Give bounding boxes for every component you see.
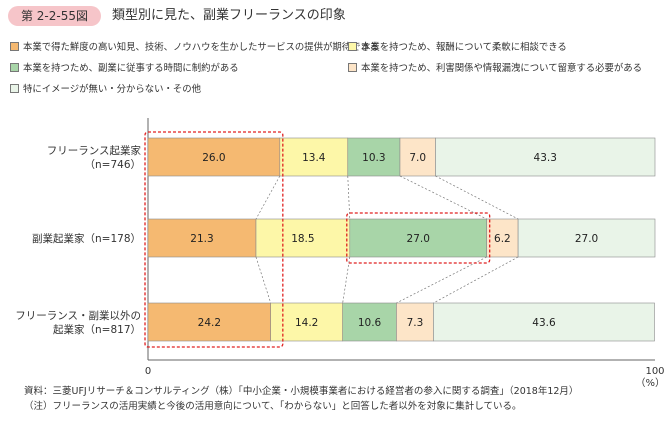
connector-line-r1-b2 <box>347 175 351 220</box>
category-label-2-line-1: 副業起業家（n=178） <box>32 232 141 245</box>
connector-line-r2-b1 <box>255 256 272 304</box>
bar-segment-s1-r3 <box>147 302 271 342</box>
data-label-s1-r1: 26.0 <box>202 152 225 164</box>
connector-line-r1-b1 <box>255 175 281 220</box>
x-tick-label-1: 0 <box>145 366 151 377</box>
bar-segment-s3-r2 <box>349 218 487 258</box>
bar-segment-s3-r1 <box>347 137 401 177</box>
source-note: 資料：三菱UFJリサーチ＆コンサルティング（株）「中小企業・小規模事業者における… <box>24 386 579 397</box>
category-label-3-line-1: フリーランス・副業以外の <box>15 309 141 322</box>
footnote: （注）フリーランスの活用実績と今後の活用意向について、「わからない」と回答した者… <box>24 401 522 412</box>
bar-segment-s2-r1 <box>279 137 349 177</box>
bar-segment-s5-r3 <box>433 302 655 342</box>
data-label-s2-r2: 18.5 <box>291 233 314 245</box>
connector-line-r1-b3 <box>399 175 487 220</box>
legend-label-3: 本業を持つため、副業に従事する時間に制約がある <box>23 63 239 74</box>
legend-item-3: 本業を持つため、副業に従事する時間に制約がある <box>10 63 239 75</box>
legend-swatch-2 <box>348 42 357 51</box>
data-label-s5-r3: 43.6 <box>532 317 556 329</box>
figure-title: 類型別に見た、副業フリーランスの印象 <box>112 8 346 23</box>
bar-segment-s5-r1 <box>435 137 656 177</box>
connector-line-r2-b4 <box>433 256 519 304</box>
chart-legend: 本業で得た鮮度の高い知見、技術、ノウハウを生かしたサービスの提供が期待できる 本… <box>10 40 667 102</box>
legend-label-1: 本業で得た鮮度の高い知見、技術、ノウハウを生かしたサービスの提供が期待できる <box>23 42 380 53</box>
data-label-s4-r2: 6.2 <box>494 233 511 245</box>
data-label-s3-r2: 27.0 <box>407 233 430 245</box>
legend-label-4: 本業を持つため、利害関係や情報漏洩について留意する必要がある <box>361 63 642 74</box>
connector-line-r1-b4 <box>435 175 519 220</box>
legend-item-1: 本業で得た鮮度の高い知見、技術、ノウハウを生かしたサービスの提供が期待できる <box>10 42 379 54</box>
legend-swatch-3 <box>10 63 19 72</box>
data-label-s2-r3: 14.2 <box>295 317 318 329</box>
data-label-s4-r3: 7.3 <box>407 317 424 329</box>
legend-label-5: 特にイメージが無い・分からない・その他 <box>23 84 201 95</box>
data-label-s4-r1: 7.0 <box>409 152 426 164</box>
data-label-s1-r3: 24.2 <box>198 317 221 329</box>
data-label-s3-r1: 10.3 <box>362 152 385 164</box>
category-label-3-line-2: 起業家（n=817） <box>53 323 141 336</box>
legend-swatch-1 <box>10 42 19 51</box>
category-label-1-line-2: （n=746） <box>85 159 142 171</box>
connector-line-r2-b2 <box>342 256 351 304</box>
category-label-1-line-1: フリーランス起業家 <box>47 144 142 157</box>
figure-number: 第 2-2-55図 <box>8 6 101 26</box>
legend-item-2: 本業を持つため、報酬について柔軟に相談できる <box>348 42 567 54</box>
legend-label-2: 本業を持つため、報酬について柔軟に相談できる <box>361 42 567 53</box>
bar-segment-s2-r2 <box>255 218 351 258</box>
legend-item-5: 特にイメージが無い・分からない・その他 <box>10 84 201 96</box>
data-label-s2-r1: 13.4 <box>302 152 326 164</box>
data-label-s3-r3: 10.6 <box>358 317 382 329</box>
highlight-box-1 <box>144 131 284 348</box>
legend-swatch-5 <box>10 84 19 93</box>
data-label-s5-r1: 43.3 <box>534 152 557 164</box>
data-label-s5-r2: 27.0 <box>575 233 598 245</box>
connector-line-r2-b3 <box>396 256 487 304</box>
data-label-s1-r2: 21.3 <box>190 233 213 245</box>
legend-item-4: 本業を持つため、利害関係や情報漏洩について留意する必要がある <box>348 63 642 75</box>
x-tick-label-2: 100 <box>645 366 664 377</box>
x-unit-label: （%） <box>635 377 665 389</box>
legend-swatch-4 <box>348 63 357 72</box>
bar-segment-s4-r2 <box>486 218 519 258</box>
bar-segment-s5-r2 <box>517 218 656 258</box>
bar-segment-s1-r2 <box>147 218 257 258</box>
bar-segment-s1-r1 <box>147 137 281 177</box>
